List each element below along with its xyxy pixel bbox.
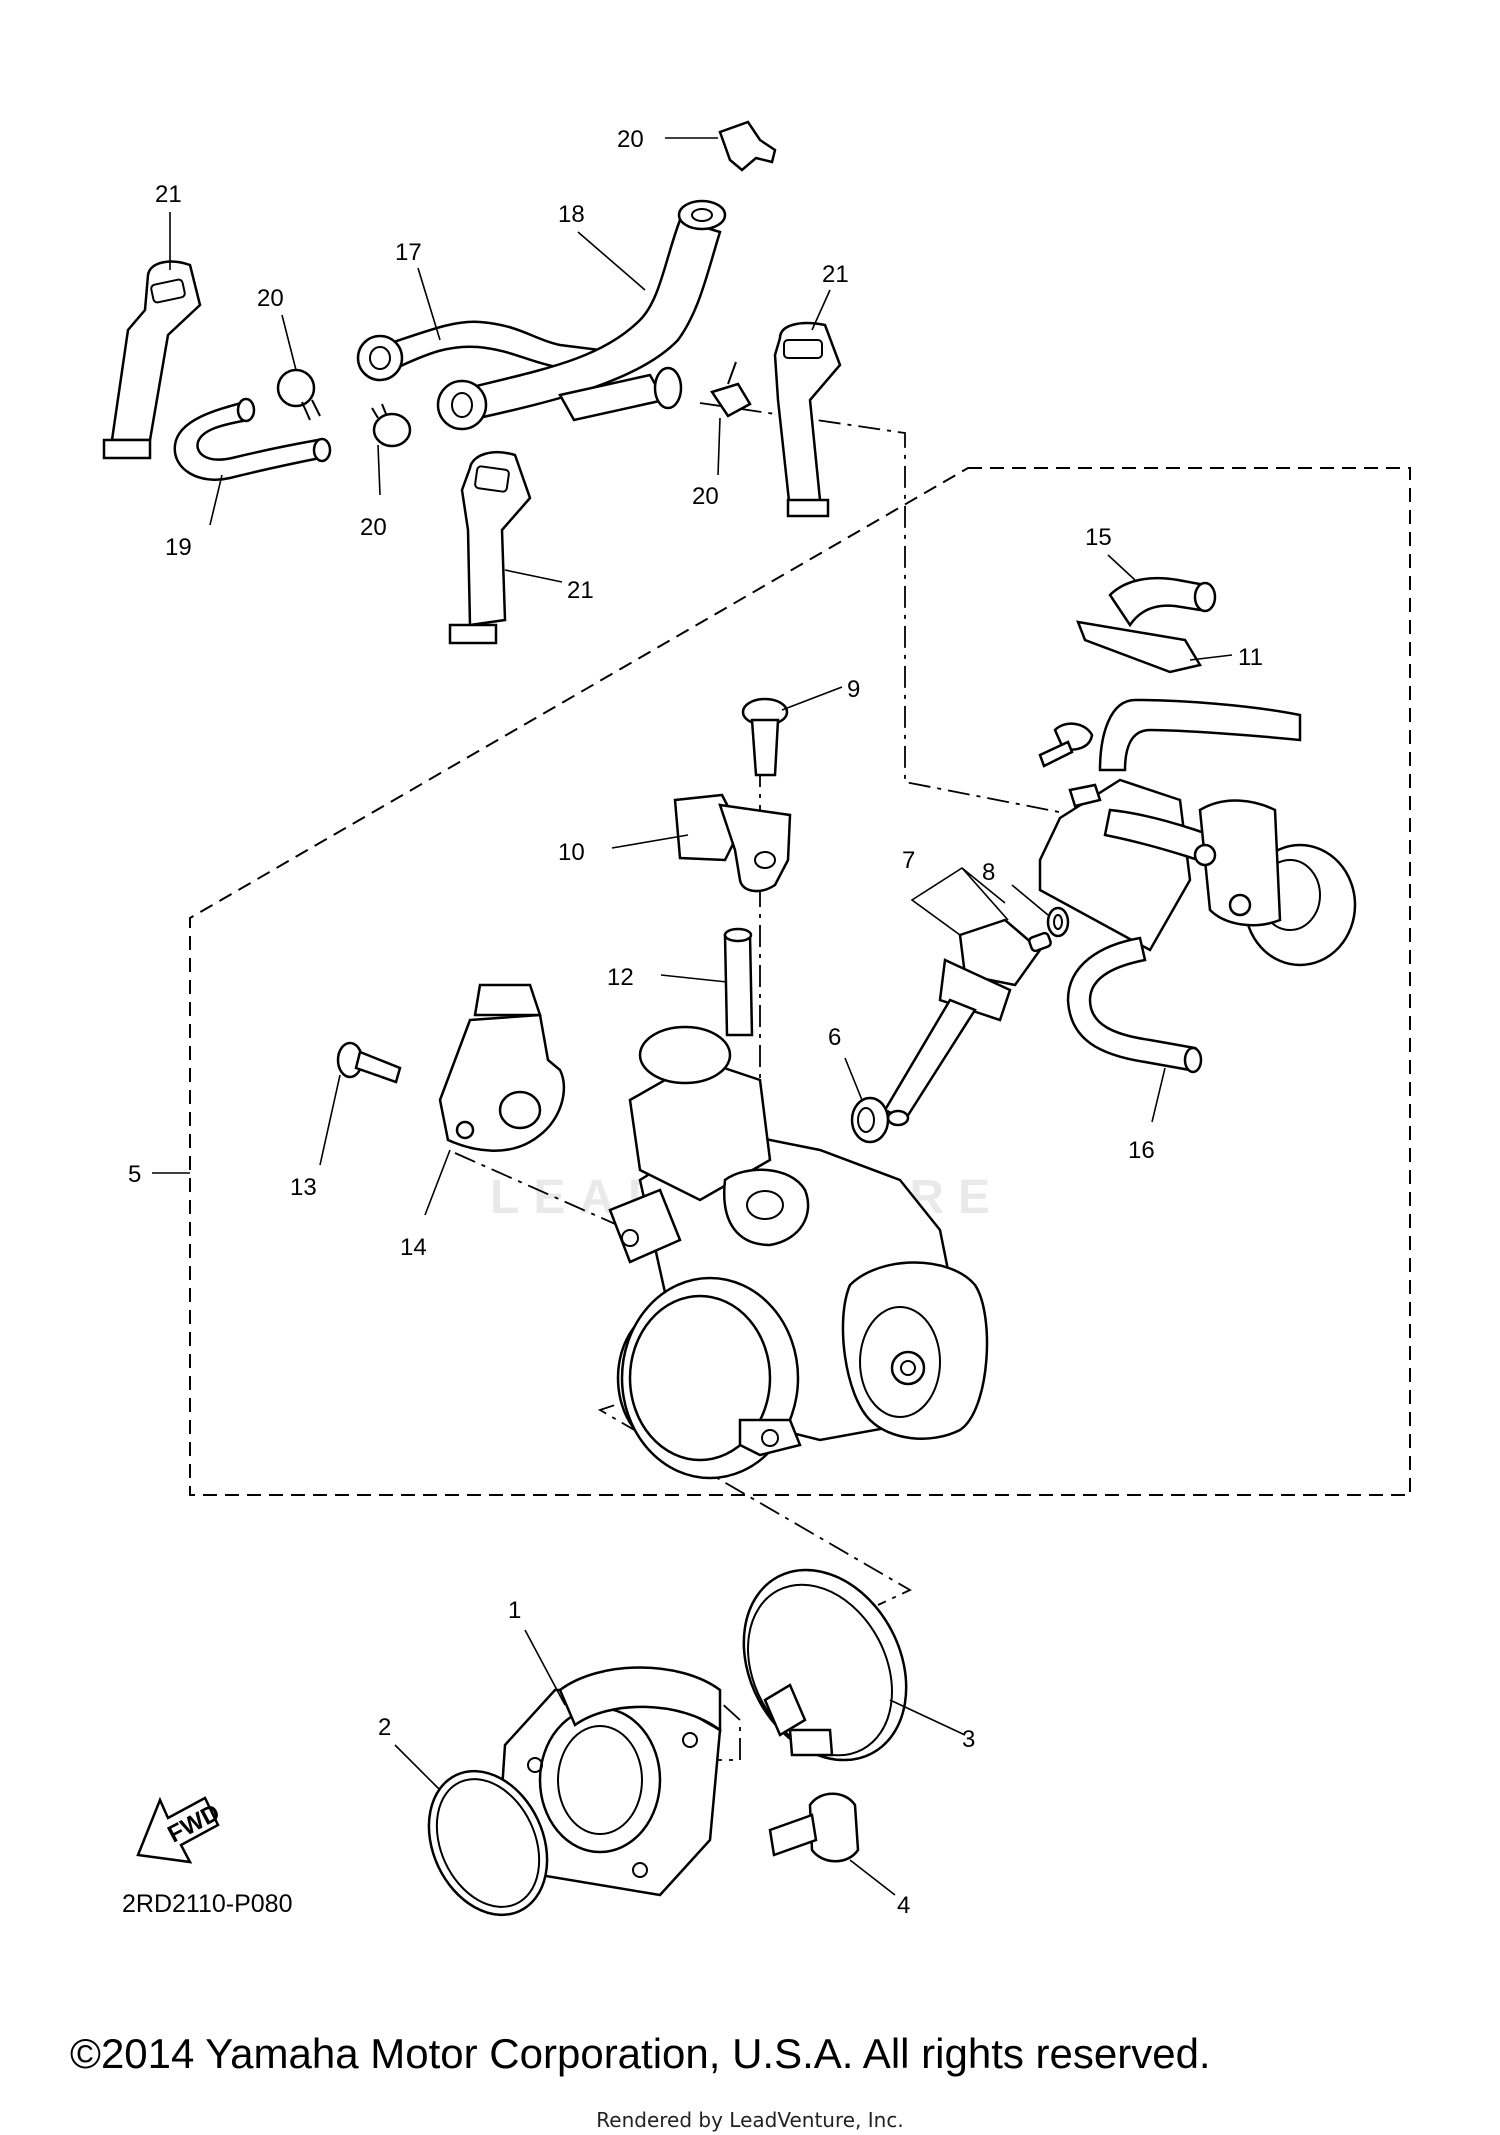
callout-5: 5 [128,1161,141,1188]
callout-2: 2 [378,1714,391,1741]
callout-leaders [169,137,1233,1896]
fwd-arrow-icon: FWD [136,1796,224,1864]
fuel-injector-7 [883,918,1052,1127]
callout-1: 1 [508,1597,521,1624]
o-ring-2 [427,1769,549,1917]
routing-line-upper [699,402,1091,819]
bracket-21-left [102,260,202,460]
clamp-20-right [710,361,752,418]
bracket-21-center [448,451,532,645]
callout-15: 15 [1085,524,1112,551]
o-ring-8 [1046,906,1070,938]
collar-6 [850,1096,890,1144]
clamp-20-left [276,368,321,421]
collar-12 [723,927,754,1037]
diagram-code: 2RD2110-P080 [122,1890,293,1918]
callout-4: 4 [897,1892,910,1919]
screw-9 [741,697,789,777]
screw-13 [336,1041,402,1084]
callout-8: 8 [982,859,995,886]
callout-20-mid: 20 [360,514,387,541]
copyright-notice: ©2014 Yamaha Motor Corporation, U.S.A. A… [70,2030,1211,2077]
assembly-boundary [189,467,1411,1496]
callout-7: 7 [902,847,915,874]
throttle-body [608,1025,989,1480]
clamp-20-mid [371,403,412,448]
rendered-by-notice: Rendered by LeadVenture, Inc. [596,2108,904,2132]
bracket-21-right [773,321,842,518]
callout-16: 16 [1128,1137,1155,1164]
callout-18: 18 [558,201,585,228]
bolt-upper-right [1038,722,1094,768]
callout-20-left: 20 [257,285,284,312]
pipe-assembly [1038,698,1357,967]
callout-21-right: 21 [822,261,849,288]
throttle-position-sensor-14 [438,983,566,1152]
routing-line-bolt [700,1699,741,1761]
hose-16 [1066,936,1203,1074]
callout-20-right: 20 [692,483,719,510]
callout-21-left: 21 [155,181,182,208]
callout-13: 13 [290,1174,317,1201]
clip-11 [1076,620,1202,674]
callout-12: 12 [607,964,634,991]
callout-10: 10 [558,839,585,866]
hose-19 [173,397,332,481]
clamp-20-top [718,120,777,172]
hose-18 [436,199,727,431]
callout-17: 17 [395,239,422,266]
callout-9: 9 [847,676,860,703]
bolt-4 [768,1792,860,1863]
callout-11: 11 [1238,644,1263,671]
callout-6: 6 [828,1024,841,1051]
callout-14: 14 [400,1234,427,1261]
callout-20-top: 20 [617,126,644,153]
routing-line-tps [454,1152,641,1236]
hose-15 [1108,576,1217,628]
callout-21-center: 21 [567,577,594,604]
callout-19: 19 [165,534,192,561]
hose-clamp-3 [742,1568,908,1762]
sensor-10 [673,793,792,893]
intake-joint-1 [498,1666,722,1897]
callout-3: 3 [962,1726,975,1753]
